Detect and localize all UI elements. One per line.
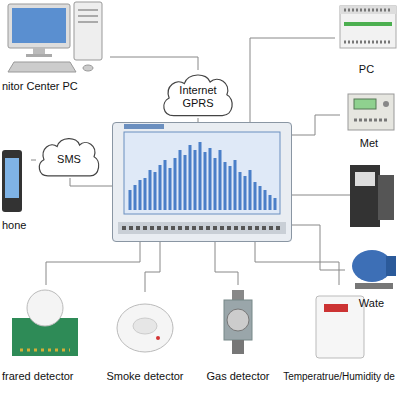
connector-line bbox=[145, 242, 160, 292]
meter-body bbox=[348, 94, 394, 130]
gas-icon bbox=[224, 290, 252, 354]
pump-outlet bbox=[386, 256, 396, 276]
keyboard bbox=[8, 62, 76, 72]
gas-head bbox=[227, 309, 249, 331]
meter-knob bbox=[383, 101, 389, 107]
connector-line bbox=[110, 57, 198, 70]
meter-display bbox=[354, 99, 376, 109]
plc-node: PC bbox=[335, 0, 398, 78]
gas-body bbox=[224, 300, 252, 340]
gas-sensor bbox=[232, 340, 244, 354]
unit-screen bbox=[124, 132, 280, 214]
connector-line bbox=[255, 242, 339, 285]
connector-line bbox=[250, 38, 335, 122]
plc-icon bbox=[340, 6, 396, 48]
relay-body bbox=[350, 165, 380, 227]
sms-cloud: SMS bbox=[36, 134, 102, 178]
plc-body bbox=[340, 6, 396, 48]
phone-screen bbox=[5, 158, 19, 198]
monitoring-unit-node bbox=[112, 122, 292, 242]
phone-body bbox=[2, 150, 22, 212]
temperature-node: Temperatrue/Humidity de bbox=[280, 285, 398, 385]
phone-icon bbox=[2, 150, 22, 212]
meter-terminals bbox=[354, 119, 388, 122]
connector-line bbox=[215, 242, 238, 285]
meter-node: Met bbox=[340, 90, 398, 152]
infrared-node: frared detector bbox=[0, 285, 92, 385]
monitor-screen bbox=[12, 8, 66, 43]
gas-node: Gas detector bbox=[196, 285, 280, 385]
smoke-icon bbox=[117, 304, 173, 352]
cloud-shape bbox=[39, 139, 98, 176]
monitor-base bbox=[26, 54, 52, 57]
connector-line bbox=[46, 242, 140, 285]
cloud-label: Internet GPRS bbox=[172, 84, 224, 110]
connector-line bbox=[292, 225, 345, 270]
device-caption: PC bbox=[359, 63, 374, 76]
pump-base bbox=[355, 283, 393, 289]
computer-node: nitor Center PC bbox=[0, 0, 110, 95]
device-caption: Temperatrue/Humidity de bbox=[283, 370, 395, 383]
relay-wire bbox=[292, 195, 350, 196]
monitoring-unit bbox=[112, 122, 292, 242]
meter-icon bbox=[348, 94, 394, 130]
bar-chart bbox=[130, 142, 275, 210]
port-strip bbox=[118, 222, 286, 234]
ports bbox=[122, 226, 282, 230]
connector-line bbox=[292, 115, 340, 135]
water-pump-icon bbox=[352, 250, 396, 289]
relay-side bbox=[378, 175, 394, 220]
device-caption: hone bbox=[2, 219, 26, 232]
pir-dome bbox=[27, 290, 63, 326]
unit-logo bbox=[124, 124, 164, 129]
phone-node: hone bbox=[0, 148, 31, 234]
device-caption: Smoke detector bbox=[106, 370, 183, 383]
device-caption: frared detector bbox=[2, 370, 74, 383]
device-caption: Gas detector bbox=[207, 370, 270, 383]
connector-line bbox=[70, 178, 112, 186]
monitor-frame bbox=[8, 4, 70, 48]
unit-body bbox=[112, 122, 292, 242]
thermostat-body bbox=[316, 296, 364, 358]
smoke-node: Smoke detector bbox=[100, 292, 190, 385]
network-cloud: Internet GPRS bbox=[160, 70, 236, 118]
device-caption: nitor Center PC bbox=[2, 80, 78, 93]
monitor-stand bbox=[33, 48, 45, 54]
pc-tower bbox=[74, 2, 102, 60]
computer-icon bbox=[8, 2, 102, 72]
terminal-screws bbox=[344, 9, 392, 12]
connector-line bbox=[31, 160, 36, 161]
device-caption: Wate bbox=[359, 297, 384, 310]
device-caption: Met bbox=[360, 137, 378, 150]
mouse bbox=[83, 65, 93, 71]
board-pins bbox=[20, 349, 70, 352]
relay-icon bbox=[350, 165, 394, 227]
temperature-icon bbox=[316, 296, 364, 358]
gas-cap bbox=[232, 290, 244, 300]
thermostat-display bbox=[324, 304, 348, 312]
detector-center bbox=[133, 318, 157, 334]
detector-disc bbox=[117, 304, 173, 352]
terminal-screws bbox=[344, 41, 392, 44]
water-node: Wate bbox=[345, 240, 398, 312]
cloud-shape bbox=[164, 75, 232, 116]
plc-stripe bbox=[344, 22, 392, 26]
plc-terminals bbox=[340, 6, 396, 14]
detector-led bbox=[156, 336, 160, 340]
relay-plate bbox=[355, 172, 375, 186]
drive-bays bbox=[78, 10, 98, 22]
infrared-icon bbox=[12, 290, 78, 356]
cloud-label: SMS bbox=[57, 153, 81, 166]
